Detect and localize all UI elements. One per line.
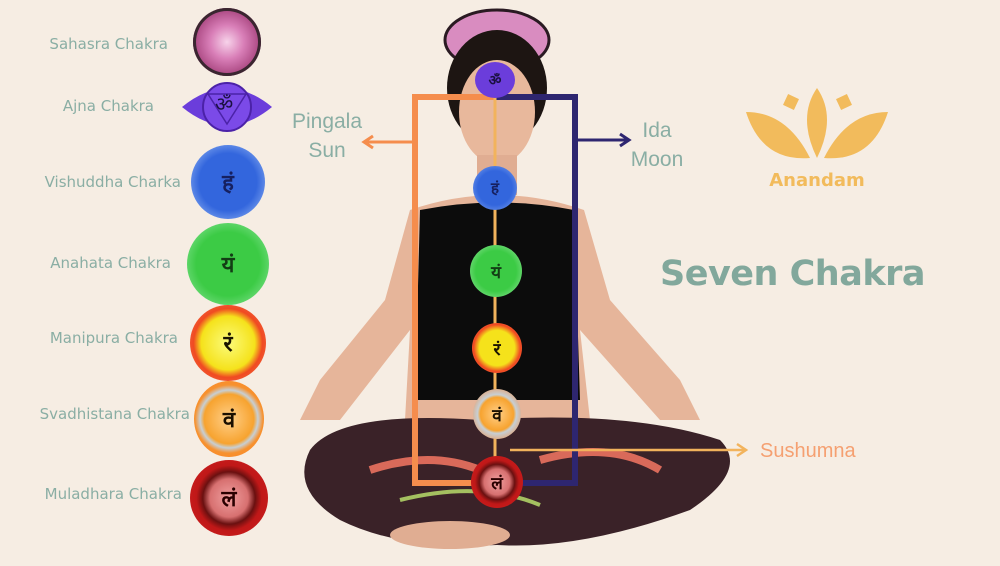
body-vishuddha-icon: हं	[473, 166, 517, 210]
anahata-icon: यं	[187, 223, 269, 305]
sushumna-label: Sushumna	[760, 440, 856, 462]
ajna-icon: ॐ	[180, 80, 274, 134]
chakra-label-manipura: Manipura Chakra	[49, 329, 178, 347]
chakra-label-muladhara: Muladhara Chakra	[44, 485, 182, 503]
chakra-label-anahata: Anahata Chakra	[50, 254, 171, 272]
brand-logo: Anandam	[742, 82, 892, 197]
muladhara-icon: लं	[190, 460, 268, 536]
sahasrara-icon	[193, 8, 261, 76]
manipura-icon: रं	[190, 305, 266, 381]
pingala-label: Pingala Sun	[291, 110, 363, 162]
body-ajna-icon: ॐ	[475, 62, 515, 98]
chakra-label-svadhistana: Svadhistana Chakra	[39, 405, 190, 423]
page-title: Seven Chakra	[660, 254, 925, 294]
body-manipura-icon: रं	[472, 323, 522, 373]
lotus-icon	[746, 88, 888, 159]
body-svadhisthana-icon: वं	[473, 389, 521, 439]
vishuddha-icon: हं	[191, 145, 265, 219]
chakra-label-ajna: Ajna Chakra	[62, 97, 154, 115]
brand-name: Anandam	[769, 170, 865, 191]
body-anahata-icon: यं	[470, 245, 522, 297]
svadhisthana-icon: वं	[194, 381, 264, 457]
ida-label: Ida Moon	[630, 119, 684, 171]
chakra-label-vishuddha: Vishuddha Charka	[44, 173, 181, 191]
body-muladhara-icon: लं	[471, 456, 523, 508]
chakra-label-sahasra: Sahasra Chakra	[49, 35, 168, 53]
